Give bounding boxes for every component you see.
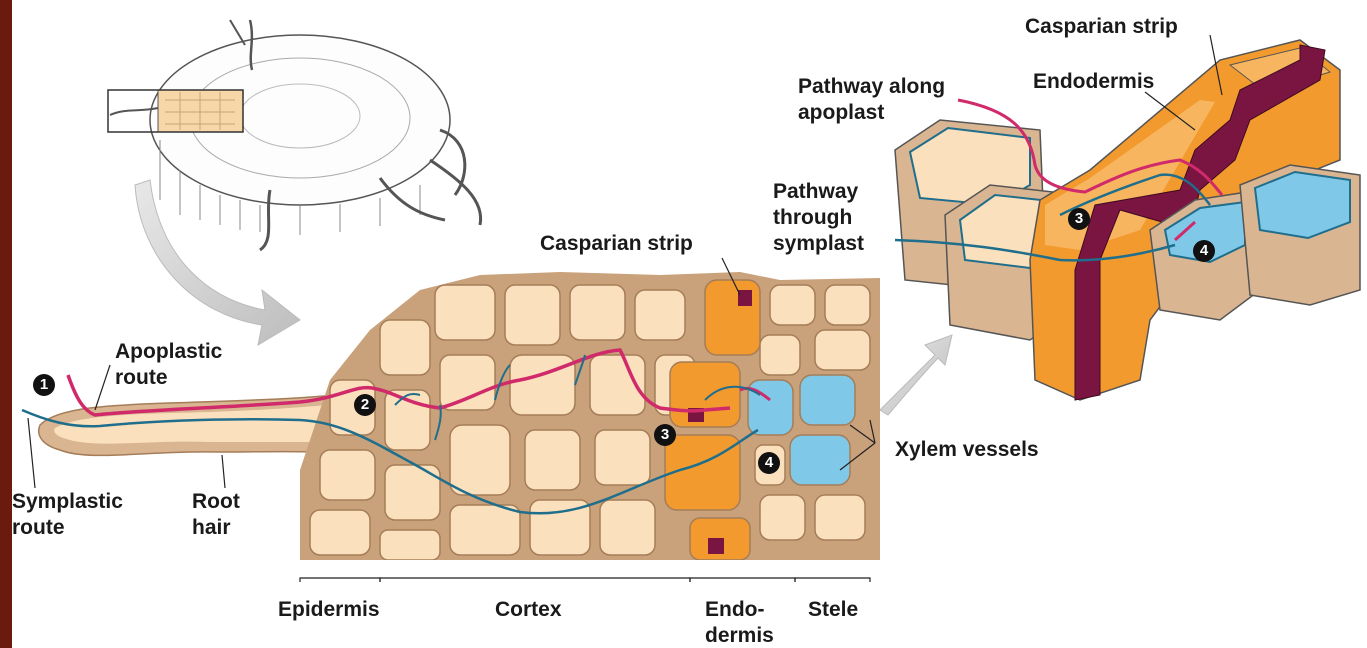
label-stele: Stele bbox=[808, 598, 858, 621]
label-epidermis: Epidermis bbox=[278, 598, 380, 621]
label-symplastic-route-2: route bbox=[12, 516, 65, 539]
label-pathway-apoplast-1: Pathway along bbox=[798, 75, 945, 98]
label-root-hair-1: Root bbox=[192, 490, 240, 513]
label-apoplastic-route-1: Apoplastic bbox=[115, 340, 222, 363]
zoom-arrow-left bbox=[135, 180, 300, 345]
label-casparian-strip-top: Casparian strip bbox=[1025, 15, 1178, 38]
label-endodermis-bottom-2: dermis bbox=[705, 624, 774, 647]
endodermis-3d-inset bbox=[895, 40, 1360, 400]
label-pathway-symplast-3: symplast bbox=[773, 232, 864, 255]
label-symplastic-route-1: Symplastic bbox=[12, 490, 123, 513]
label-apoplastic-route-2: route bbox=[115, 366, 168, 389]
step-marker-3: 3 bbox=[654, 424, 676, 446]
label-cortex: Cortex bbox=[495, 598, 562, 621]
label-pathway-symplast-2: through bbox=[773, 206, 852, 229]
label-endodermis-top: Endodermis bbox=[1033, 70, 1154, 93]
root-cross-section-sketch bbox=[108, 20, 481, 250]
step-marker-3-inset: 3 bbox=[1068, 208, 1090, 230]
step-marker-4-inset: 4 bbox=[1193, 240, 1215, 262]
label-xylem-vessels: Xylem vessels bbox=[895, 438, 1039, 461]
step-marker-2: 2 bbox=[354, 394, 376, 416]
step-marker-4: 4 bbox=[758, 452, 780, 474]
label-root-hair-2: hair bbox=[192, 516, 231, 539]
zoom-arrow-right bbox=[880, 335, 952, 415]
label-pathway-apoplast-2: apoplast bbox=[798, 101, 884, 124]
cell-section bbox=[300, 270, 880, 565]
step-marker-1: 1 bbox=[33, 374, 55, 396]
label-endodermis-bottom-1: Endo- bbox=[705, 598, 764, 621]
label-pathway-symplast-1: Pathway bbox=[773, 180, 858, 203]
label-casparian-strip-mid: Casparian strip bbox=[540, 232, 693, 255]
